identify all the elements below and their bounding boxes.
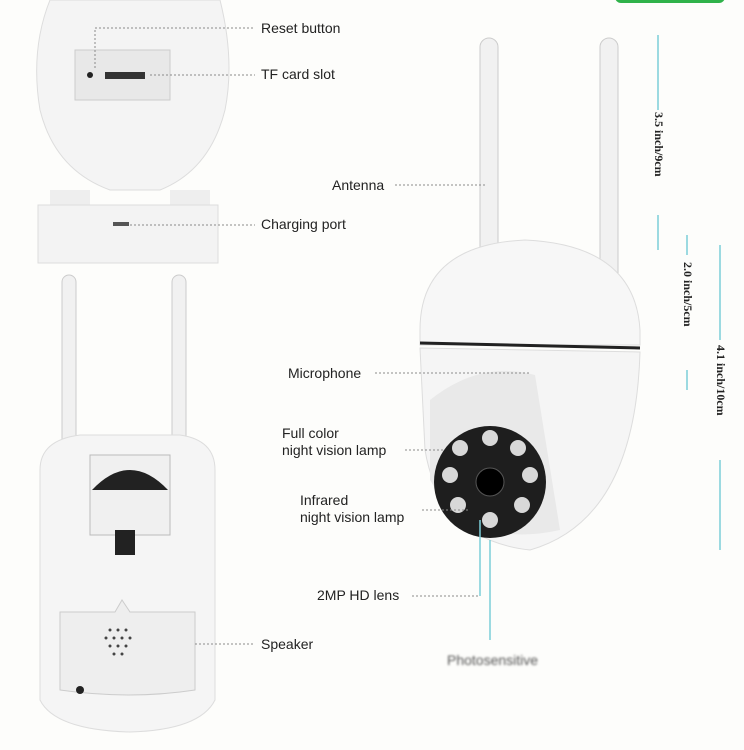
body-height-dimension: 4.1 inch/10cm [714, 345, 728, 416]
reset-button-label: Reset button [261, 20, 341, 36]
photosensitive-label: Photosensitive [447, 652, 539, 668]
tf-card-slot-label: TF card slot [261, 66, 335, 82]
microphone-label: Microphone [288, 365, 362, 381]
infrared-label-1: Infrared [300, 492, 349, 508]
infrared-label-2: night vision lamp [300, 509, 405, 525]
head-height-dimension: 2.0 inch/5cm [681, 262, 695, 327]
charging-port-label: Charging port [261, 216, 346, 232]
camera-front [419, 37, 641, 551]
speaker-label: Speaker [261, 636, 314, 652]
lens-label: 2MP HD lens [317, 587, 400, 603]
camera-back-full [39, 274, 216, 733]
camera-back-top [36, 0, 230, 264]
antenna-height-dimension: 3.5 inch/9cm [652, 112, 666, 177]
full-color-label-2: night vision lamp [282, 442, 387, 458]
full-color-label-1: Full color [282, 425, 339, 441]
antenna-label: Antenna [332, 177, 385, 193]
green-bar [615, 0, 725, 3]
